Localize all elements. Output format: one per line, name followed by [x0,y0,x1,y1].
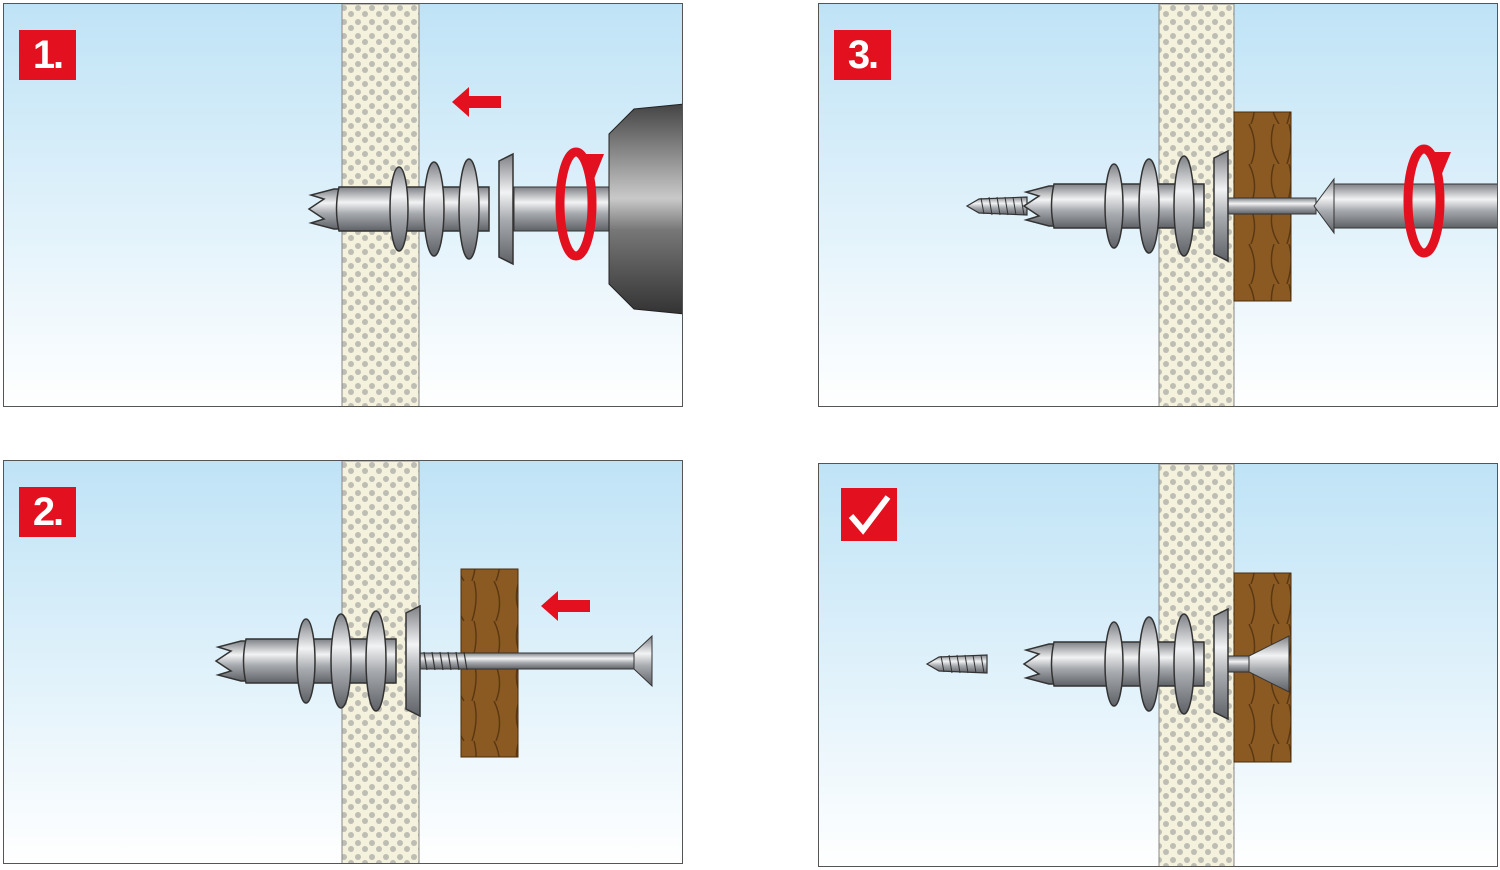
rotation-arrowhead [1429,152,1451,176]
step-3-panel: 3. [818,3,1498,407]
checkmark-icon [841,488,897,541]
step-2-panel: 2. [3,460,683,864]
drill-chuck [608,103,682,315]
push-left-arrow-icon [452,87,501,117]
screw-shaft [413,652,640,670]
step-1-panel: 1. [3,3,683,407]
screw-thread [423,651,468,671]
step-label: 2. [19,487,76,537]
rotation-arrow-icon [1403,144,1445,258]
step-label: 3. [834,30,891,80]
screw-head [633,634,653,688]
screw-head [1248,635,1290,693]
rotation-arrowhead [582,154,604,179]
screw-shaft [1223,197,1317,215]
screwdriver-bit [1333,183,1497,229]
step-done-panel [818,463,1498,867]
step-label: 1. [19,30,76,80]
push-left-arrow-icon [541,591,590,621]
rotation-arrow-icon [555,147,597,261]
